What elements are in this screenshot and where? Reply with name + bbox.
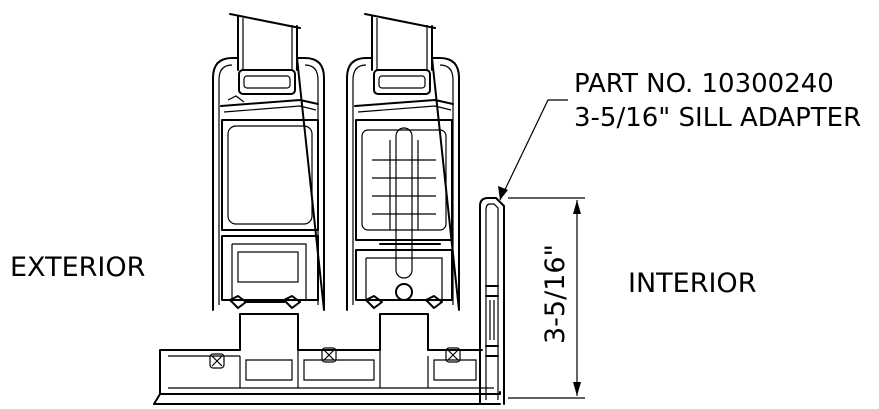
screw-bosses <box>209 347 461 369</box>
left-sash <box>212 13 325 311</box>
interior-label: INTERIOR <box>628 268 756 299</box>
right-sash <box>346 13 460 311</box>
sill-frame <box>153 313 501 405</box>
exterior-label: EXTERIOR <box>10 252 145 283</box>
part-number-label: PART NO. 10300240 <box>574 69 834 99</box>
dimension-line <box>508 197 585 399</box>
part-name-label: 3-5/16" SILL ADAPTER <box>574 103 861 133</box>
dimension-label: 3-5/16" <box>540 244 571 344</box>
leader-arrow <box>498 99 568 201</box>
sill-adapter-profile <box>479 197 505 405</box>
